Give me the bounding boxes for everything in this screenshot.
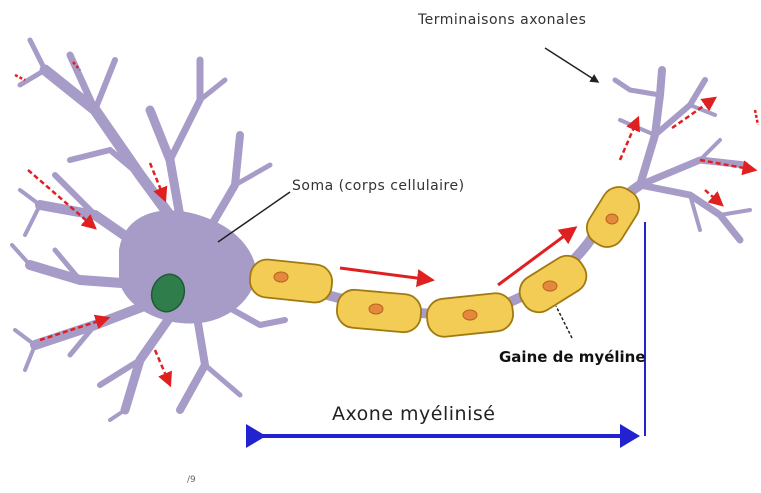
footer-mark: /9 bbox=[187, 475, 196, 485]
label-axon: Axone myélinisé bbox=[332, 403, 495, 425]
label-myelin-sheath: Gaine de myéline bbox=[499, 348, 646, 366]
myelin-pointer bbox=[556, 306, 572, 338]
soma-body bbox=[120, 211, 255, 322]
myelin-sheaths bbox=[248, 181, 645, 339]
terminal-pointer bbox=[545, 48, 598, 82]
label-soma: Soma (corps cellulaire) bbox=[292, 178, 465, 194]
signal-arrows bbox=[15, 62, 758, 385]
label-terminal: Terminaisons axonales bbox=[418, 12, 586, 28]
